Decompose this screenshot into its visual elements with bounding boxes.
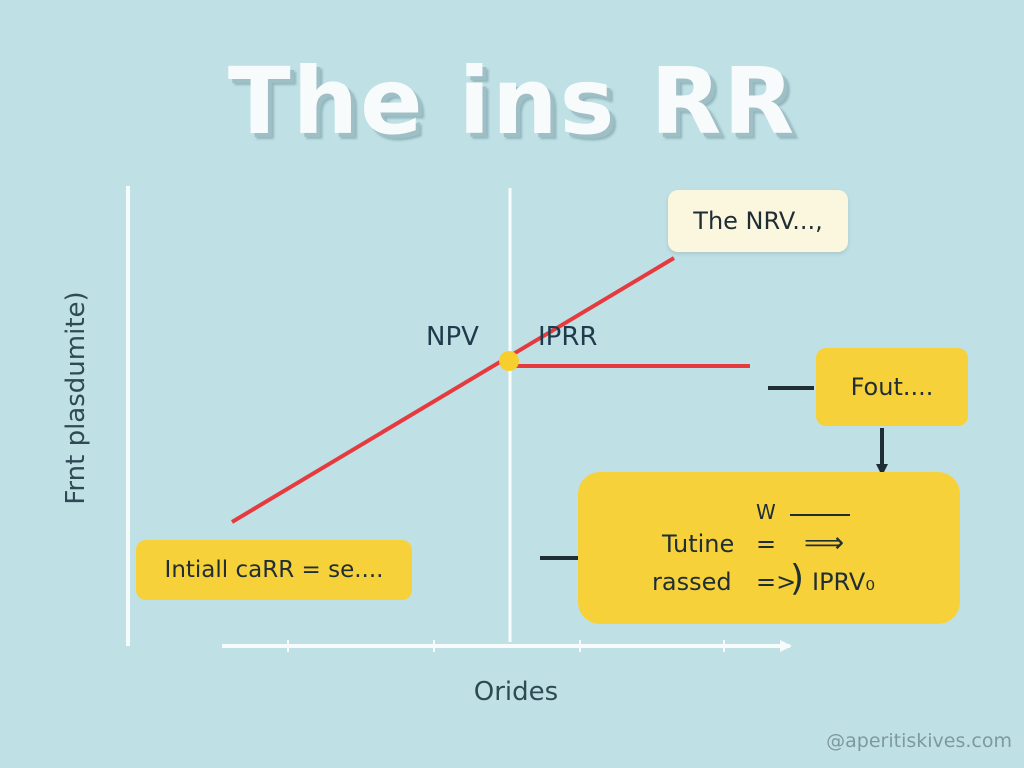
double-arrow-icon: ⟹ (804, 526, 845, 559)
w-label: W (756, 500, 776, 524)
y-axis-label: Frnt plasdumite) (61, 291, 91, 505)
npv-callout: The NRV..., (668, 190, 848, 252)
fout-box: Fout.... (816, 348, 968, 426)
npv-line (230, 256, 676, 524)
diagram-title: The ins RR (227, 48, 797, 155)
row1-op: = (756, 530, 777, 558)
fout-text: Fout.... (850, 373, 934, 401)
row1-left: Tutine (662, 530, 735, 558)
intersection-node (499, 351, 519, 371)
x-axis-label: Orides (473, 677, 559, 707)
result-box: W Tutine = ⟹ rassed => ) IPRV₀ (578, 472, 960, 624)
row2-op: => (756, 568, 797, 596)
watermark: @aperitiskives.com (826, 730, 1012, 752)
iprr-label: IPRR (538, 322, 598, 352)
initial-text: Intiall caRR = se.... (164, 557, 384, 583)
npv-label: NPV (426, 322, 479, 352)
row2-right: IPRV₀ (812, 568, 875, 596)
initial-box: Intiall caRR = se.... (136, 540, 412, 600)
row2-left: rassed (652, 568, 732, 596)
callout-text: The NRV..., (693, 207, 823, 235)
row2-paren: ) (790, 558, 805, 599)
w-underline (790, 514, 850, 516)
